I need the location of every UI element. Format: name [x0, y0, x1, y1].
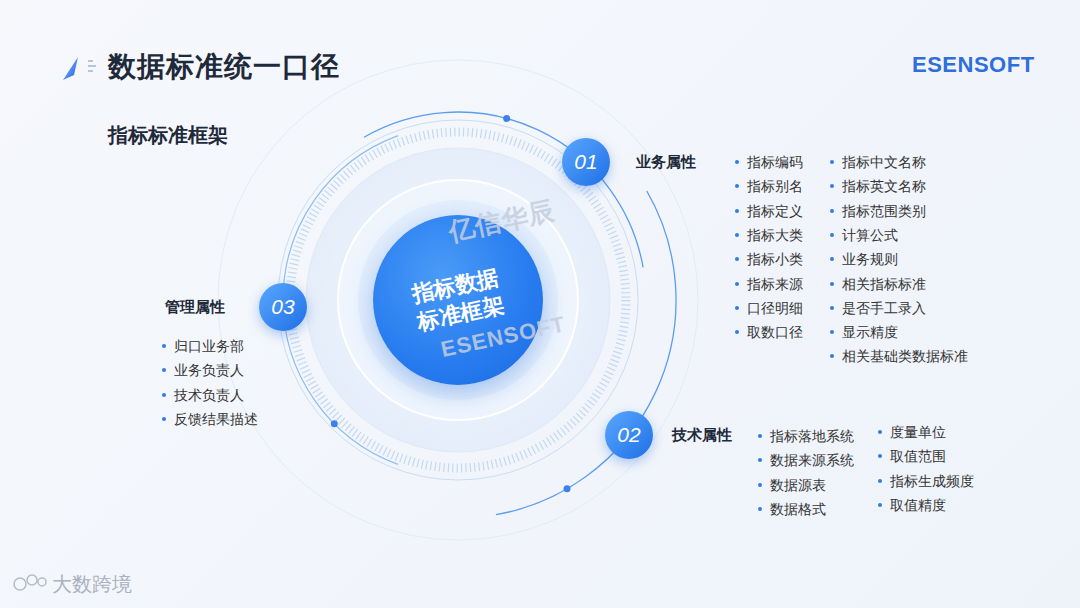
title-icon: [63, 57, 78, 80]
attribute-item: 指标编码: [735, 152, 803, 172]
group-heading: 管理属性: [165, 298, 225, 317]
attribute-item: 度量单位: [878, 422, 946, 442]
watermark: 大数跨境: [52, 571, 132, 598]
attribute-item: 指标生成频度: [878, 471, 974, 491]
attribute-item: 数据源表: [758, 475, 826, 495]
number-badge: 03管理属性: [259, 283, 307, 331]
attribute-item: 取数口径: [735, 322, 803, 342]
attribute-item: 取值范围: [878, 446, 946, 466]
number-badge: 01业务属性: [562, 138, 610, 186]
inner-ring: [338, 180, 578, 420]
attribute-item: 指标来源: [735, 274, 803, 294]
brand-logo: ESENSOFT: [912, 52, 1035, 78]
attribute-item: 反馈结果描述: [162, 409, 258, 429]
attribute-item: 口径明细: [735, 298, 803, 318]
callout-number: 02: [605, 411, 653, 459]
halo-circle: [306, 148, 610, 452]
thin-ring: [278, 120, 638, 480]
attribute-item: 指标英文名称: [830, 176, 926, 196]
callout-number: 01: [562, 138, 610, 186]
callout-number: 03: [259, 283, 307, 331]
group-heading: 业务属性: [636, 153, 696, 172]
attribute-item: 技术负责人: [162, 385, 244, 405]
attribute-item: 指标大类: [735, 225, 803, 245]
orbit-dot: [331, 420, 338, 427]
attribute-item: 指标范围类别: [830, 201, 926, 221]
attribute-item: 计算公式: [830, 225, 898, 245]
attribute-item: 指标小类: [735, 249, 803, 269]
attribute-item: 相关指标标准: [830, 274, 926, 294]
attribute-item: 取值精度: [878, 495, 946, 515]
attribute-item: 数据来源系统: [758, 450, 854, 470]
attribute-item: 指标定义: [735, 201, 803, 221]
number-badge: 02技术属性: [605, 411, 653, 459]
attribute-item: 业务规则: [830, 249, 898, 269]
page-title: 数据标准统一口径: [108, 48, 340, 86]
outer-faint-ring: [218, 60, 698, 540]
title-icon-lines: [88, 61, 96, 71]
attribute-item: 归口业务部: [162, 336, 244, 356]
attribute-item: 指标落地系统: [758, 426, 854, 446]
orbit-dot: [564, 485, 571, 492]
attribute-item: 是否手工录入: [830, 298, 926, 318]
attribute-item: 显示精度: [830, 322, 898, 342]
section-heading: 指标标准框架: [108, 122, 228, 149]
watermark-icon: [14, 575, 46, 590]
orbit-dot: [503, 115, 510, 122]
attribute-item: 指标中文名称: [830, 152, 926, 172]
group-heading: 技术属性: [672, 426, 732, 445]
attribute-item: 业务负责人: [162, 360, 244, 380]
attribute-item: 指标别名: [735, 176, 803, 196]
attribute-item: 相关基础类数据标准: [830, 346, 968, 366]
tick-ring: [290, 132, 626, 468]
attribute-item: 数据格式: [758, 499, 826, 519]
